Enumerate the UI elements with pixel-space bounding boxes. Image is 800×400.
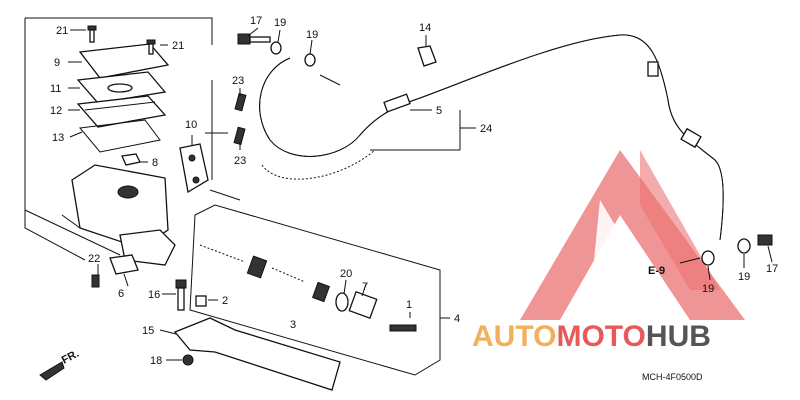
- watermark-brand: AUTOMOTOHUB: [472, 320, 711, 353]
- callout-label: 17: [766, 263, 778, 275]
- piston: [271, 267, 306, 283]
- callout-label: 20: [340, 268, 352, 280]
- watermark-logo-icon: [520, 150, 745, 320]
- callout-label: 17: [250, 15, 262, 27]
- piston-seal: [311, 281, 331, 303]
- master-cylinder-frame: [24, 17, 213, 261]
- callout-label: 4: [454, 313, 460, 325]
- clutch-lever: [173, 317, 341, 391]
- callout-label: 19: [306, 29, 318, 41]
- callout-label: 11: [50, 83, 61, 95]
- washer: [304, 53, 316, 67]
- piston-spring: [199, 244, 246, 263]
- washer: [701, 250, 715, 266]
- bolt: [233, 126, 246, 146]
- clutch-hose: [259, 34, 724, 241]
- reservoir-cap: [78, 43, 170, 79]
- dust-boot: [348, 291, 378, 319]
- banjo-bolt: [757, 234, 773, 246]
- lever-pivot-nut: [182, 354, 194, 366]
- callout-label: 9: [54, 57, 60, 69]
- callout-label: 21: [172, 40, 184, 52]
- callout-label: 21: [56, 25, 68, 37]
- banjo-bolt: [237, 33, 271, 45]
- holder: [179, 143, 209, 194]
- callout-label: 1: [406, 299, 412, 311]
- reservoir-plate: [76, 71, 167, 104]
- callout-label: 7: [362, 281, 368, 293]
- float-ring: [79, 119, 161, 153]
- washer: [737, 238, 751, 254]
- reference-code: E-9: [648, 265, 665, 277]
- callout-label: 23: [234, 155, 246, 167]
- callout-label: 19: [274, 17, 286, 29]
- diaphragm: [76, 95, 167, 128]
- callout-label: 23: [232, 75, 244, 87]
- diagram-code: MCH-4F0500D: [642, 372, 703, 382]
- callout-label: 18: [150, 355, 162, 367]
- callout-label: 8: [152, 157, 158, 169]
- callout-label: 13: [52, 132, 64, 144]
- clutch-switch: [91, 254, 139, 288]
- callout-labels: 21 21 9 11 12 13 8 10 22 6 23 23 17 19 1…: [50, 15, 778, 367]
- callout-label: 2: [222, 295, 228, 307]
- callout-label: 16: [148, 289, 160, 301]
- screw: [87, 25, 97, 43]
- piston-cup: [246, 255, 268, 279]
- callout-label: 22: [88, 253, 100, 265]
- callout-label: 15: [142, 325, 154, 337]
- circlip: [335, 292, 349, 312]
- collar: [195, 295, 207, 307]
- direction-label: FR.: [60, 348, 81, 367]
- callout-label: 12: [50, 105, 62, 117]
- bolt: [234, 92, 247, 112]
- callout-label: 19: [702, 283, 714, 295]
- hose-protector: [261, 149, 376, 180]
- callout-label: 6: [118, 288, 124, 300]
- small-clip: [121, 153, 141, 166]
- callout-label: 5: [436, 105, 442, 117]
- callout-label: 14: [419, 22, 431, 34]
- front-direction-icon: FR.: [39, 348, 81, 381]
- screw: [146, 39, 156, 55]
- piston-kit-frame: [189, 204, 441, 376]
- callout-label: 24: [480, 123, 492, 135]
- watermark-brand-part: HUB: [646, 320, 711, 353]
- callout-label: 3: [290, 319, 296, 331]
- watermark-brand-part: AUTO: [472, 320, 556, 353]
- push-rod: [389, 324, 417, 332]
- master-cylinder-body: [61, 164, 176, 266]
- callout-label: 19: [738, 271, 750, 283]
- leader-lines: [68, 27, 773, 361]
- washer: [270, 41, 282, 55]
- pivot-bolt: [175, 279, 187, 311]
- callout-label: 10: [185, 119, 197, 131]
- watermark-brand-part: MOTO: [556, 320, 645, 353]
- hose-clamp: [417, 45, 437, 67]
